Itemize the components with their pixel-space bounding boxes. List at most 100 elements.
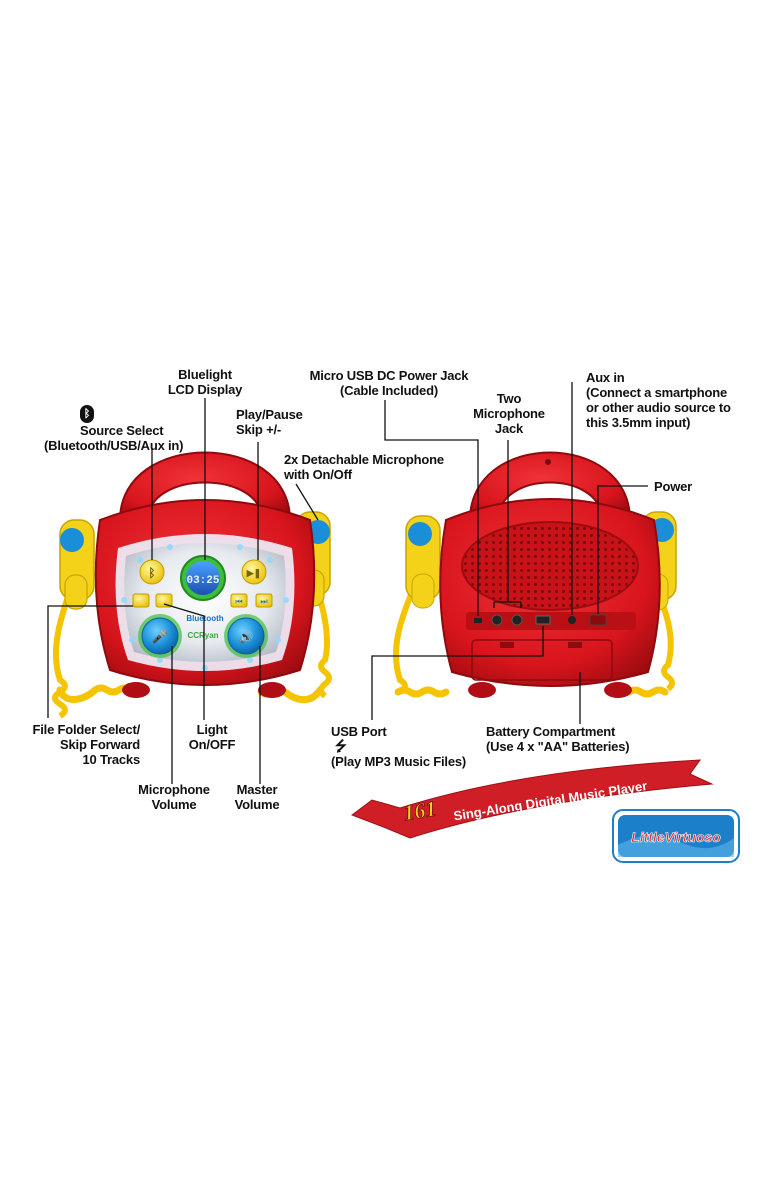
front-foot-right (258, 682, 286, 698)
callout-battery-line1: Battery Compartment (486, 724, 616, 739)
callout-aux-in: Aux in (Connect a smartphone or other au… (586, 370, 731, 430)
back-device (392, 451, 677, 698)
logo-wave (618, 835, 734, 857)
skip-forward-button (255, 593, 273, 608)
callout-play-pause-line1: Play/Pause (236, 407, 303, 422)
micro-usb-port (474, 618, 482, 623)
callout-aux-in-line2: (Connect a smartphone (586, 385, 727, 400)
callout-file-folder-line3: 10 Tracks (82, 752, 141, 767)
leader-two-mic-bracket (493, 601, 522, 608)
callout-source-select-line2: (Bluetooth/USB/Aux in) (44, 438, 184, 453)
back-top-screw (545, 459, 551, 465)
back-right-cord-coil (625, 686, 669, 698)
front-device: 03:25 ᛒ ▶❚ ⏮ ⏭ Bluetooth CCRyan 🎤 🔊 (52, 451, 332, 719)
callout-light-line2: On/OFF (188, 737, 236, 752)
back-foot-left (468, 682, 496, 698)
skip-back-button (230, 593, 248, 608)
battery-latch-left (500, 642, 514, 648)
power-switch (589, 614, 607, 626)
back-foot-right (604, 682, 632, 698)
leader-usb-port (371, 626, 544, 720)
logo-text: LittleVirtuoso (631, 829, 721, 845)
leader-light (163, 603, 205, 720)
callout-master-volume-line1: Master (236, 782, 278, 797)
callout-light-line1: Light (196, 722, 228, 737)
callout-usb-port-line1: USB Port (331, 724, 387, 739)
skip-forward-glyph: ⏭ (260, 597, 267, 606)
callout-bluelight: Bluelight LCD Display (167, 367, 243, 397)
callout-master-volume-line2: Volume (234, 797, 280, 812)
callout-battery-line2: (Use 4 x "AA" Batteries) (486, 739, 630, 754)
callout-usb-port: USB Port⭍ (Play MP3 Music Files) (331, 724, 466, 769)
callout-micro-usb-line1: Micro USB DC Power Jack (309, 368, 469, 383)
callout-two-mic-jack-line2: Microphone (473, 406, 545, 421)
callout-mic-volume-line1: Microphone (138, 782, 210, 797)
lcd-display (186, 561, 220, 595)
battery-compartment (471, 639, 613, 681)
callout-play-pause: Play/Pause Skip +/- (236, 407, 303, 437)
callout-micro-usb-line2: (Cable Included) (340, 383, 438, 398)
callout-power-line1: Power (654, 479, 693, 494)
back-left-cord-coil (394, 686, 450, 698)
mic-volume-icon: 🎤 (152, 628, 168, 644)
callout-file-folder-line2: Skip Forward (60, 737, 140, 752)
callout-battery: Battery Compartment (Use 4 x "AA" Batter… (486, 724, 630, 754)
master-volume-knob (227, 617, 265, 655)
mic-jack-1 (491, 614, 503, 626)
callout-micro-usb: Micro USB DC Power Jack (Cable Included) (310, 368, 469, 398)
usb-icon: ⭍ (335, 738, 347, 754)
callout-two-mic-jack: Two Microphone Jack (473, 391, 545, 436)
play-pause-button (241, 559, 267, 585)
banner-number: 161 (402, 796, 439, 826)
leader-power (597, 485, 648, 614)
skip-back-glyph: ⏮ (235, 597, 242, 606)
mic-jack-2 (511, 614, 523, 626)
leader-lines (47, 382, 648, 784)
callout-usb-port-line2: (Play MP3 Music Files) (331, 754, 467, 769)
callout-light: Light On/OFF (188, 722, 236, 752)
callout-two-mic-jack-line3: Jack (494, 421, 524, 436)
callout-detachable-mic-line2: with On/Off (284, 467, 352, 482)
back-left-microphone (405, 515, 441, 609)
lcd-time: 03:25 (186, 575, 219, 587)
callout-detachable-mic-line1: 2x Detachable Microphone (284, 452, 444, 467)
callout-aux-in-line3: or other audio source to (586, 400, 731, 415)
leader-micro-usb (384, 400, 479, 616)
callout-source-select-line1: Source Select (80, 423, 164, 438)
callout-file-folder: File Folder Select/ Skip Forward 10 Trac… (32, 722, 141, 767)
left-microphone (59, 519, 95, 610)
callout-bluelight-line2: LCD Display (167, 382, 243, 397)
callout-detachable-mic: 2x Detachable Microphone with On/Off (284, 452, 444, 482)
light-button (155, 593, 173, 608)
usb-port (535, 615, 551, 625)
face-brand-label: CCRyan (187, 631, 218, 640)
ribbon-shape (350, 759, 714, 839)
battery-latch-right (568, 642, 582, 648)
bluetooth-icon: ᛒ (80, 405, 94, 423)
callout-mic-volume-line2: Volume (151, 797, 197, 812)
bluetooth-button-glyph: ᛒ (148, 566, 155, 580)
front-foot-left (122, 682, 150, 698)
callout-power: Power (654, 479, 692, 494)
callout-master-volume: Master Volume (235, 782, 280, 812)
led-ring (121, 544, 289, 671)
face-bluetooth-label: Bluetooth (186, 614, 223, 623)
folder-button (132, 593, 150, 608)
callout-aux-in-line1: Aux in (586, 370, 625, 385)
speaker-grill (461, 521, 639, 611)
callout-aux-in-line4: this 3.5mm input) (586, 415, 691, 430)
callout-play-pause-line2: Skip +/- (236, 422, 281, 437)
leader-detachable-mic (295, 483, 319, 521)
callout-two-mic-jack-line1: Two (496, 391, 522, 406)
play-pause-glyph: ▶❚ (246, 568, 261, 579)
mic-volume-knob (141, 617, 179, 655)
callout-file-folder-line1: File Folder Select/ (32, 722, 141, 737)
port-strip (466, 612, 636, 630)
callout-mic-volume: Microphone Volume (138, 782, 210, 812)
leader-file-folder (47, 605, 133, 718)
little-virtuoso-logo: LittleVirtuoso (612, 809, 740, 863)
master-volume-icon: 🔊 (239, 629, 254, 644)
